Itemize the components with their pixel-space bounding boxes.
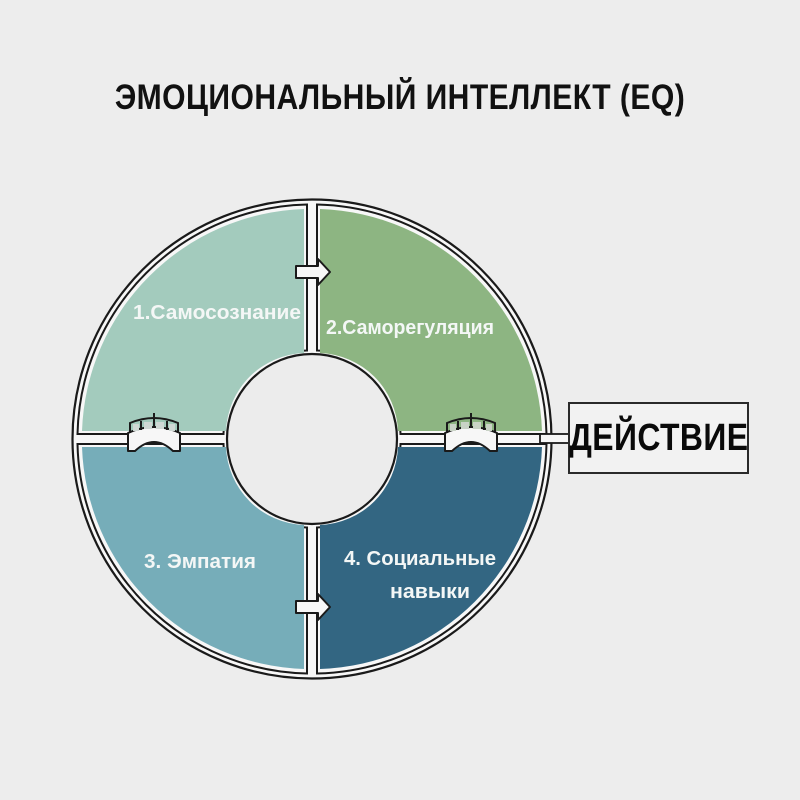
center-circle xyxy=(225,352,399,526)
quadrant-label-empathy: 3. Эмпатия xyxy=(144,551,256,573)
arrow-icon xyxy=(295,258,331,286)
quadrant-label-social-skills-line1: 4. Социальные xyxy=(344,548,496,570)
quadrant-label-self-awareness: 1.Самосознание xyxy=(133,302,301,324)
action-label: ДЕЙСТВИЕ xyxy=(568,416,749,459)
arrow-icon xyxy=(295,593,331,621)
action-box: ДЕЙСТВИЕ xyxy=(568,402,749,474)
quadrant-social-skills xyxy=(316,443,548,675)
quadrant-label-social-skills-line2: навыки xyxy=(390,581,470,603)
quadrant-self-regulation xyxy=(316,203,548,435)
action-connector-line xyxy=(539,433,571,444)
bridge-icon xyxy=(127,413,181,452)
quadrant-label-self-regulation: 2.Саморегуляция xyxy=(326,317,494,339)
quadrant-empathy xyxy=(76,443,308,675)
diagram-title: ЭМОЦИОНАЛЬНЫЙ ИНТЕЛЛЕКТ (EQ) xyxy=(114,78,686,117)
bridge-icon xyxy=(444,413,498,452)
quadrant-self-awareness xyxy=(76,203,308,435)
